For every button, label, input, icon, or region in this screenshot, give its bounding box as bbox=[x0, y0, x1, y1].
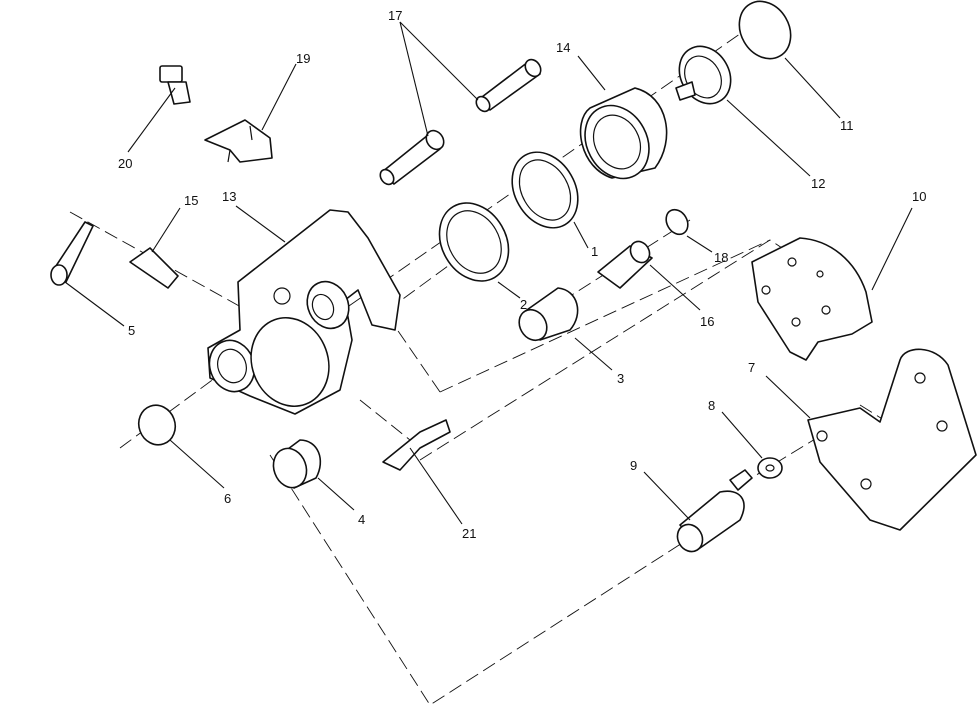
part-16-fitting bbox=[597, 240, 653, 289]
callout-3: 3 bbox=[617, 371, 624, 386]
part-18-seal bbox=[665, 208, 689, 236]
part-19-clip bbox=[204, 119, 273, 163]
callout-19: 19 bbox=[296, 51, 310, 66]
part-20-bolt bbox=[159, 65, 191, 105]
callout-5: 5 bbox=[128, 323, 135, 338]
callout-17: 17 bbox=[388, 8, 402, 23]
callout-8: 8 bbox=[708, 398, 715, 413]
part-17-guide-pins bbox=[379, 58, 542, 186]
part-7-bracket bbox=[807, 348, 977, 531]
callout-16: 16 bbox=[700, 314, 714, 329]
callout-10: 10 bbox=[912, 189, 926, 204]
callout-9: 9 bbox=[630, 458, 637, 473]
part-15-bleeder bbox=[129, 247, 179, 289]
part-1-seal bbox=[511, 151, 579, 229]
callout-13: 13 bbox=[222, 189, 236, 204]
callout-7: 7 bbox=[748, 360, 755, 375]
callout-6: 6 bbox=[224, 491, 231, 506]
assembly-axes bbox=[69, 19, 901, 706]
callout-4: 4 bbox=[358, 512, 365, 527]
part-12-retainer bbox=[675, 45, 732, 105]
part-4-piston bbox=[272, 439, 322, 489]
callout-20: 20 bbox=[118, 156, 132, 171]
part-11-cap bbox=[738, 0, 792, 60]
part-3-insert bbox=[518, 287, 579, 342]
callout-14: 14 bbox=[556, 40, 570, 55]
callout-2: 2 bbox=[520, 297, 527, 312]
callout-15: 15 bbox=[184, 193, 198, 208]
part-13-caliper bbox=[207, 209, 401, 415]
part-2-dust-seal bbox=[438, 202, 510, 282]
callout-12: 12 bbox=[811, 176, 825, 191]
callout-labels: 1 2 3 4 5 6 7 8 9 10 11 12 13 14 15 16 1… bbox=[118, 8, 926, 541]
leader-lines bbox=[64, 21, 913, 525]
callout-18: 18 bbox=[714, 250, 728, 265]
callout-21: 21 bbox=[462, 526, 476, 541]
part-9-bolt bbox=[676, 469, 753, 553]
part-5-cap bbox=[50, 221, 94, 286]
part-21-spring bbox=[382, 419, 451, 471]
part-8-washer bbox=[757, 457, 783, 479]
part-10-pad bbox=[751, 237, 873, 361]
callout-1: 1 bbox=[591, 244, 598, 259]
part-14-piston bbox=[579, 87, 668, 180]
part-6-disc bbox=[137, 404, 177, 446]
callout-11: 11 bbox=[840, 118, 854, 133]
